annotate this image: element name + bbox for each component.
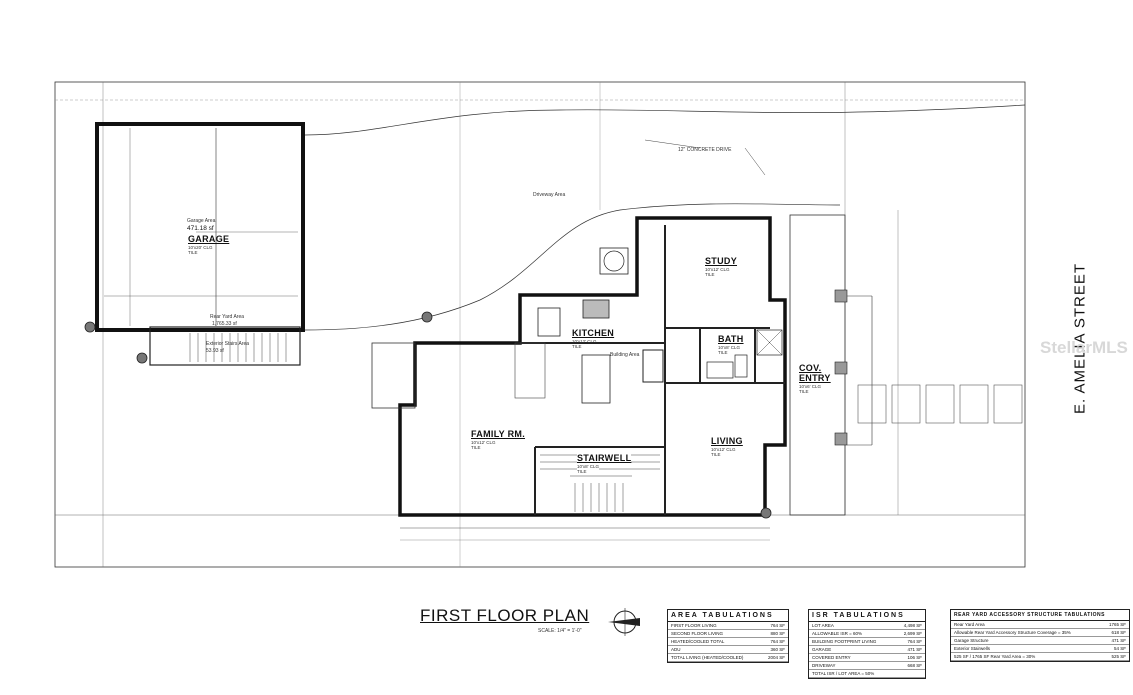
driveway-label: Driveway Area xyxy=(533,192,566,198)
cov-entry-sub: 10'x6' CLG TILE xyxy=(799,384,821,394)
sink xyxy=(537,307,561,337)
shower xyxy=(756,329,783,356)
ext-stair-area: 53.93 sf xyxy=(206,348,224,354)
table-footer: TOTAL ISR / LOT AREA = 50% xyxy=(809,670,925,678)
room-label-garage: GARAGE xyxy=(188,234,230,244)
tree-marker xyxy=(421,311,433,323)
room-label-family: FAMILY RM. xyxy=(471,429,526,439)
driveway-edge-top xyxy=(304,104,1026,136)
property-line xyxy=(54,81,1026,568)
study-sub: 10'x12' CLG TILE xyxy=(705,267,730,277)
ext-stair-label: Exterior Stairs Area xyxy=(206,341,250,347)
table-footer: 525 SF / 1765 SF Rear Yard Area = 30%525… xyxy=(951,653,1129,661)
garage-sub: 10'x20' CLG TILE xyxy=(188,245,213,255)
isr-table-title: ISR TABULATIONS xyxy=(809,610,925,622)
north-arrow xyxy=(608,608,640,636)
tree-marker xyxy=(136,352,148,364)
room-label-living: LIVING xyxy=(711,436,743,446)
rear-yard-area: 1,765.33 sf xyxy=(212,321,237,327)
living-sub: 10'x12' CLG TILE xyxy=(711,447,736,457)
garage-area-label: Garage Area xyxy=(187,218,216,224)
family-sub: 10'x12' CLG TILE xyxy=(471,440,496,450)
room-label-stairwell: STAIRWELL xyxy=(577,453,632,463)
room-label-kitchen: KITCHEN xyxy=(572,328,615,338)
garage-outline xyxy=(95,122,305,332)
ac-unit xyxy=(599,247,629,275)
toilet xyxy=(734,354,748,378)
kitchen-sub: 10'x12' CLG TILE xyxy=(572,339,597,349)
scale-label: SCALE: 1/4" = 1'-0" xyxy=(538,628,582,634)
rear-yard-table-title: REAR YARD ACCESSORY STRUCTURE TABULATION… xyxy=(951,610,1129,621)
building-area-label: Building Area xyxy=(610,352,640,358)
room-label-study: STUDY xyxy=(705,256,738,266)
table-row: ALLOWABLE ISR = 60%2,699 SF xyxy=(809,630,925,638)
tree-marker xyxy=(760,507,772,519)
table-row: Allowable Rear Yard Accessory Structure … xyxy=(951,629,1129,637)
stairwell-sub: 10'x8' CLG TILE xyxy=(577,464,599,474)
exterior-stairs xyxy=(149,326,301,366)
range xyxy=(582,299,610,319)
page-title: FIRST FLOOR PLAN xyxy=(420,606,590,625)
vanity xyxy=(706,361,734,379)
rear-yard-tabulations-table: REAR YARD ACCESSORY STRUCTURE TABULATION… xyxy=(950,609,1130,662)
table-row: TOTAL LIVING (HEATED/COOLED)2004 SF xyxy=(668,654,788,662)
room-label-cov-entry: COV. ENTRY xyxy=(799,363,831,383)
bath-sub: 10'x8' CLG TILE xyxy=(718,345,740,355)
area-table-title: AREA TABULATIONS xyxy=(668,610,788,622)
driveway-edge-bottom xyxy=(304,203,841,331)
room-label-bath: BATH xyxy=(718,334,744,344)
concrete-drive-label: 12" CONCRETE DRIVE xyxy=(678,147,732,153)
fridge xyxy=(642,349,664,383)
kitchen-island xyxy=(581,354,611,404)
rear-yard-label: Rear Yard Area xyxy=(210,314,245,320)
tree-marker xyxy=(84,321,96,333)
garage-area-value: 471.18 sf xyxy=(187,225,214,232)
watermark: StellarMLS xyxy=(1040,338,1128,357)
